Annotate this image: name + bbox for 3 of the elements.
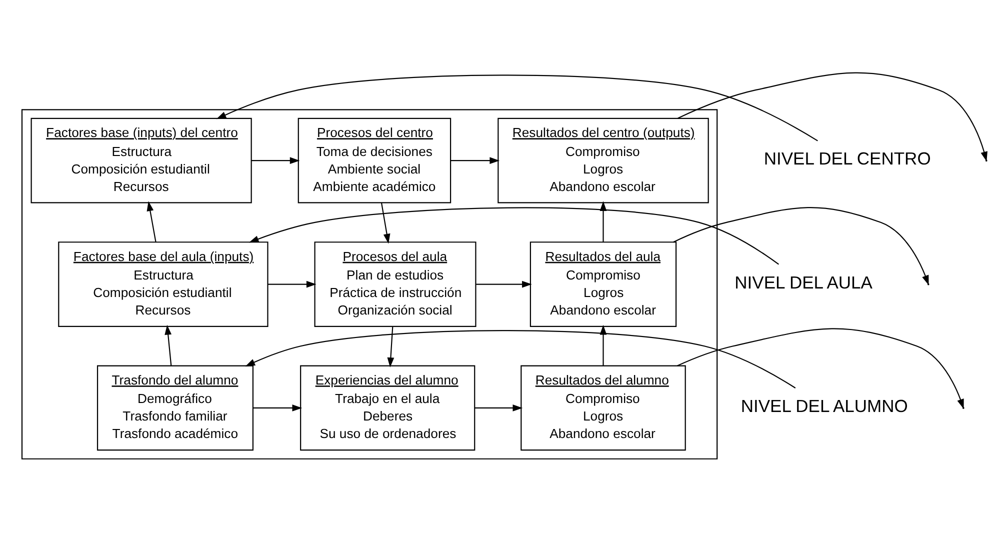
node-text: NIVEL DEL AULA <box>734 272 872 292</box>
node-text: NIVEL DEL ALUMNO <box>740 396 908 416</box>
node-text: NIVEL DEL CENTRO <box>764 148 931 168</box>
